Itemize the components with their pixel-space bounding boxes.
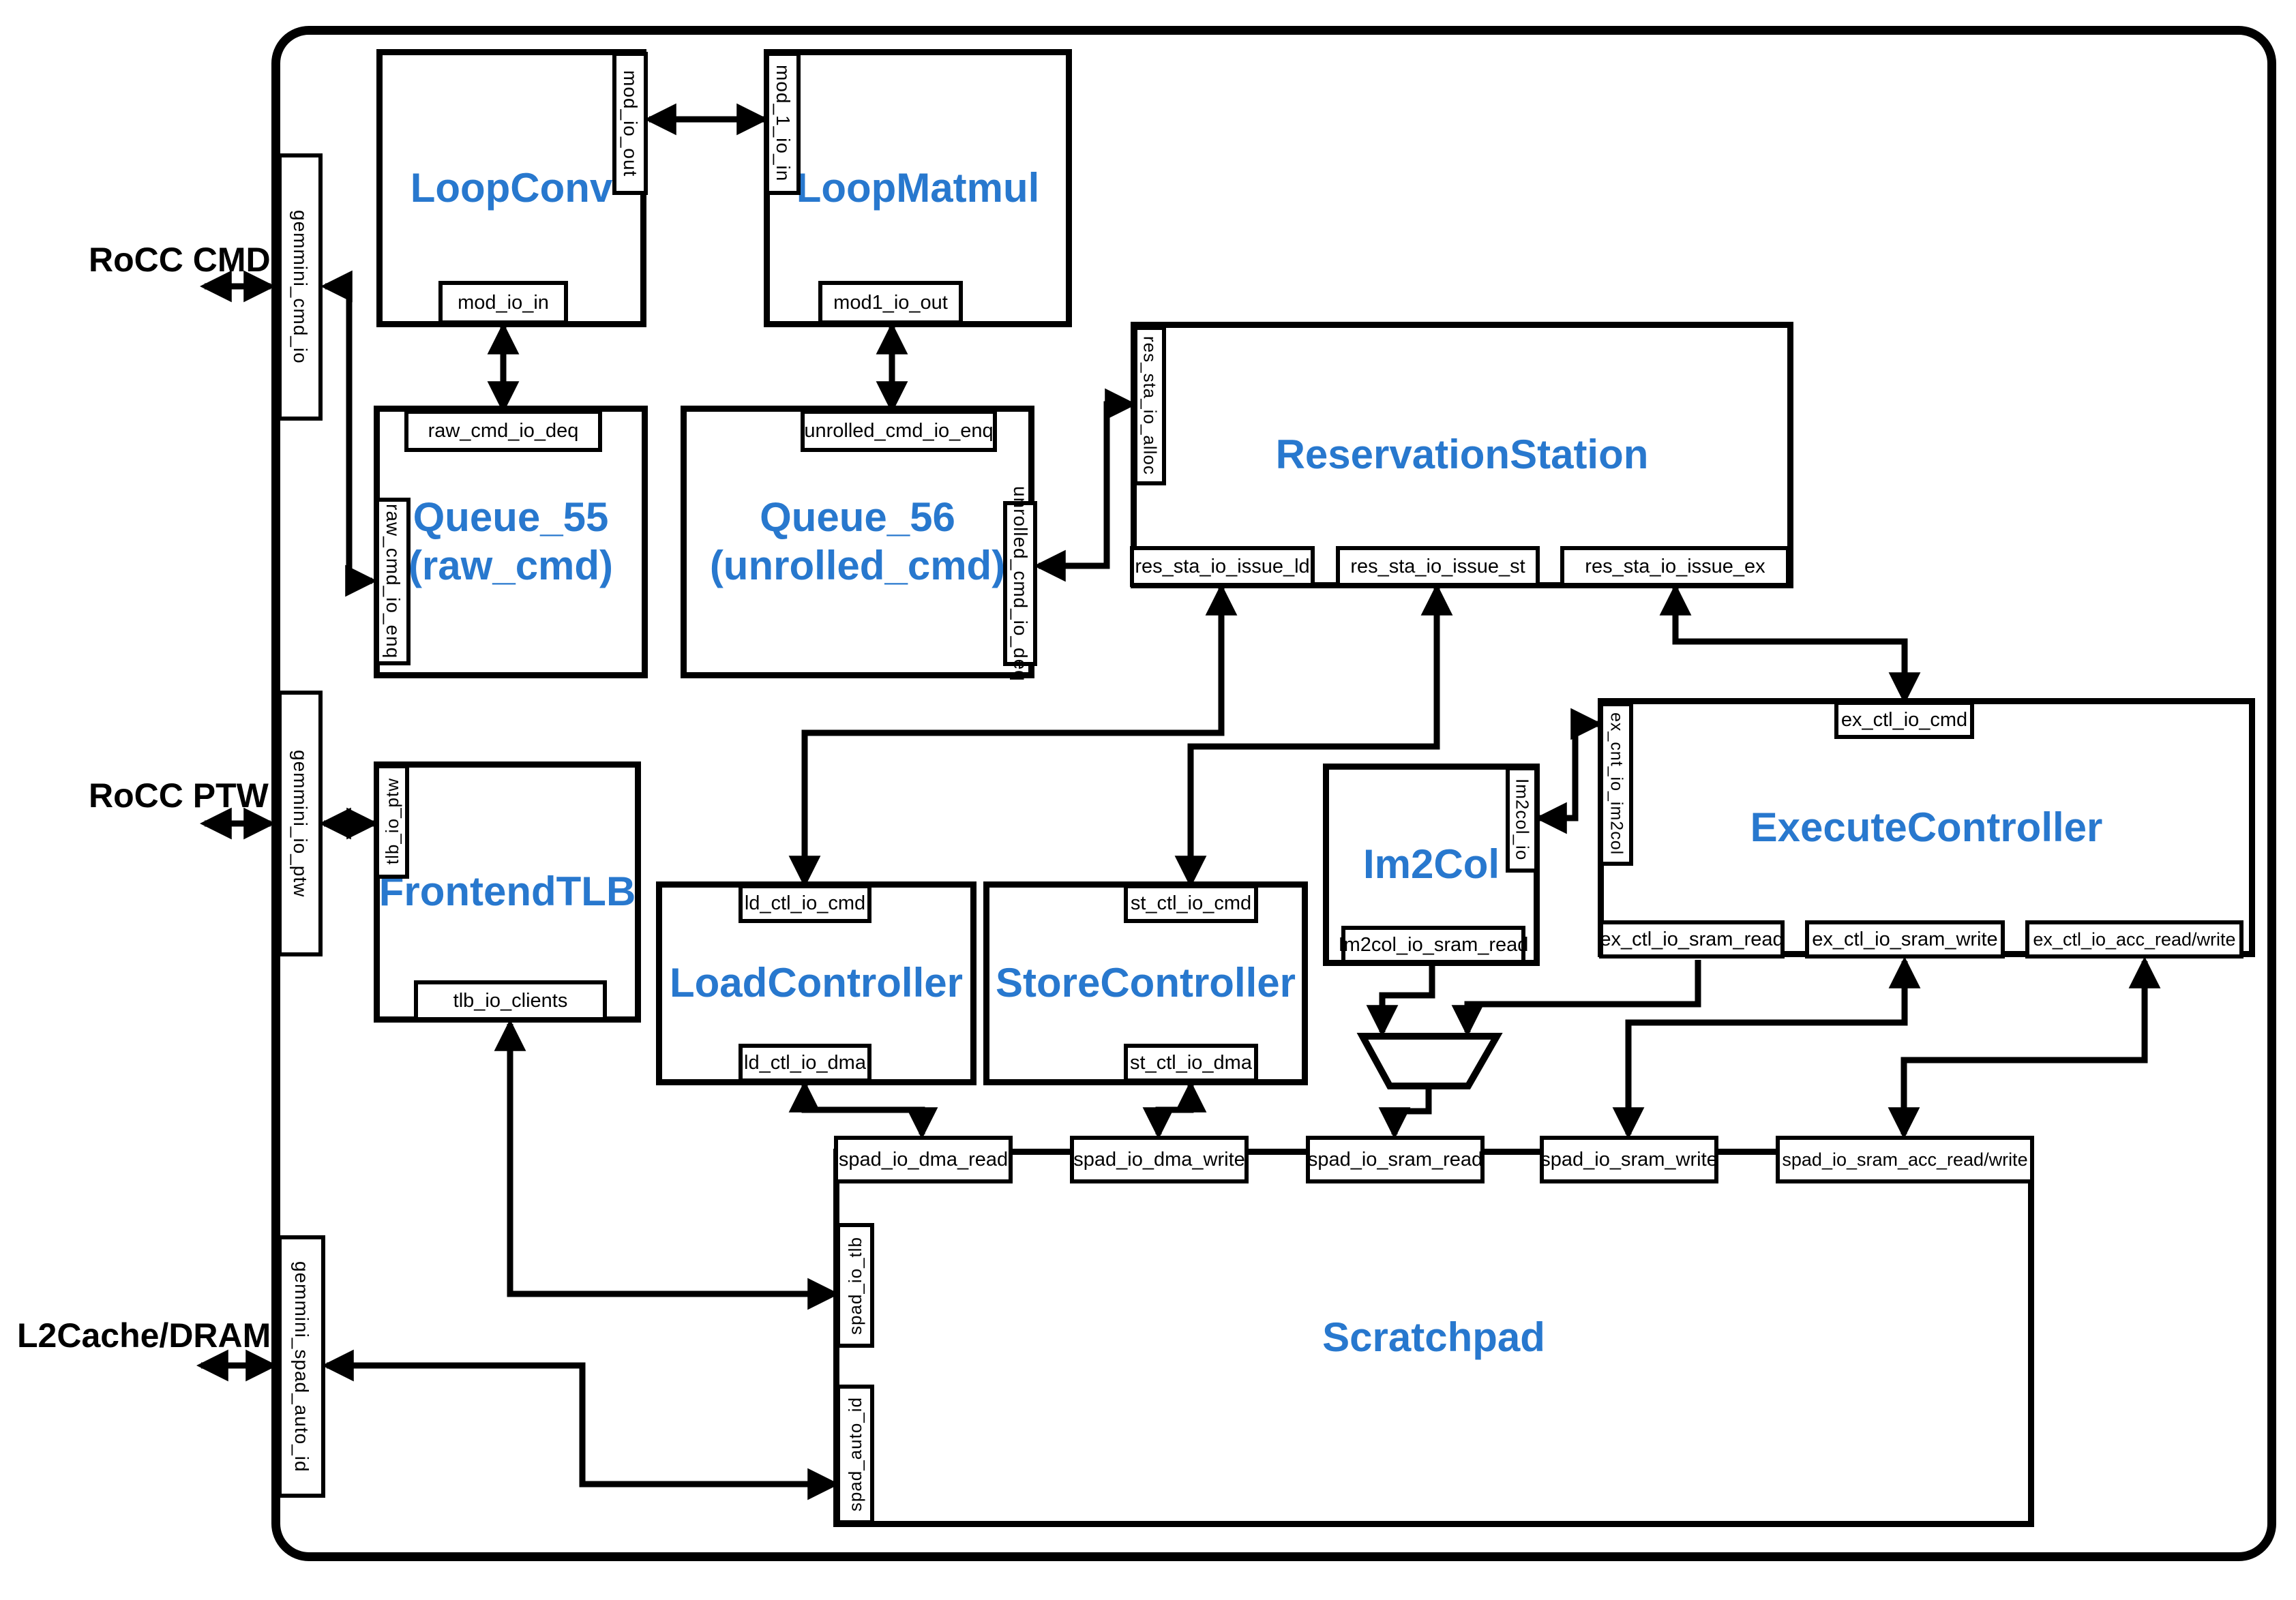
port-mod-io-out-label: mod_io_out: [620, 70, 641, 177]
port-ex-ctl-io-cmd: ex_ctl_io_cmd: [1834, 701, 1974, 739]
port-spad-io-sram-read-label: spad_io_sram_read: [1307, 1148, 1483, 1171]
port-raw-cmd-io-enq: raw_cmd_io_enq: [375, 498, 411, 665]
port-im2col-io-sram-read: Im2col_io_sram_read: [1339, 926, 1528, 964]
port-tlb-io-ptw-label: tlb_io_ptw: [381, 778, 402, 865]
block-loopmatmul-title: LoopMatmul: [796, 164, 1040, 211]
port-tlb-io-ptw: tlb_io_ptw: [375, 764, 409, 879]
port-res-sta-io-issue-st-label: res_sta_io_issue_st: [1350, 555, 1525, 577]
block-loopmatmul: LoopMatmul: [764, 49, 1072, 327]
port-ex-ctl-io-sram-write-label: ex_ctl_io_sram_write: [1812, 928, 1998, 950]
port-ld-ctl-io-dma-label: ld_ctl_io_dma: [744, 1052, 866, 1074]
port-raw-cmd-io-deq-label: raw_cmd_io_deq: [428, 419, 579, 442]
port-spad-io-tlb: spad_io_tlb: [836, 1223, 874, 1348]
port-gemmini-io-ptw: gemmini_io_ptw: [278, 691, 323, 956]
port-res-sta-io-issue-st: res_sta_io_issue_st: [1336, 546, 1540, 587]
port-gemmini-spad-auto-id-label: gemmini_spad_auto_id: [291, 1261, 312, 1473]
l2cache-dram-label: L2Cache/DRAM: [17, 1316, 271, 1355]
port-spad-io-sram-read: spad_io_sram_read: [1306, 1136, 1485, 1183]
port-ex-ctl-io-sram-read-label: ex_ctl_io_sram_read: [1600, 928, 1784, 950]
port-im2col-io-sram-read-label: Im2col_io_sram_read: [1338, 933, 1529, 956]
block-queue55-title: Queue_55 (raw_cmd): [408, 494, 614, 588]
port-mod1-io-out-label: mod1_io_out: [833, 291, 948, 314]
port-unrolled-cmd-io-enq: unrolled_cmd_io_enq: [801, 410, 997, 452]
port-raw-cmd-io-deq: raw_cmd_io_deq: [404, 410, 602, 452]
port-mod-1-io-in-label: mod_1_io_in: [773, 65, 794, 182]
port-unrolled-cmd-io-enq-label: unrolled_cmd_io_enq: [804, 419, 994, 442]
port-ex-cnt-io-im2col-label: ex_cnt_io_im2col: [1607, 712, 1626, 856]
port-tlb-io-clients: tlb_io_clients: [414, 980, 607, 1021]
block-executecontroller-title: ExecuteController: [1750, 804, 2103, 850]
block-frontendtlb-title: FrontendTLB: [378, 869, 636, 915]
port-ld-ctl-io-dma: ld_ctl_io_dma: [739, 1044, 871, 1083]
port-spad-io-sram-write: spad_io_sram_write: [1540, 1136, 1718, 1183]
rocc-cmd-label: RoCC CMD: [89, 241, 271, 279]
port-gemmini-io-ptw-label: gemmini_io_ptw: [290, 749, 311, 898]
port-spad-io-dma-read: spad_io_dma_read: [834, 1136, 1013, 1183]
port-im2col-io: Im2col_io: [1506, 766, 1538, 873]
port-mod-io-in-label: mod_io_in: [458, 291, 549, 314]
block-im2col-title: Im2Col: [1362, 841, 1500, 888]
port-res-sta-io-issue-ex-label: res_sta_io_issue_ex: [1585, 555, 1765, 577]
rocc-ptw-label: RoCC PTW: [89, 776, 269, 815]
block-queue56-title: Queue_56 (unrolled_cmd): [709, 494, 1006, 588]
port-st-ctl-io-dma-label: st_ctl_io_dma: [1130, 1052, 1252, 1074]
gemmini-boundary: [271, 26, 2276, 1561]
port-ex-ctl-io-sram-read: ex_ctl_io_sram_read: [1599, 920, 1785, 959]
port-tlb-io-clients-label: tlb_io_clients: [453, 989, 568, 1012]
port-res-sta-io-issue-ld-label: res_sta_io_issue_ld: [1135, 555, 1310, 577]
port-spad-io-sram-acc-read-write-label: spad_io_sram_acc_read/write: [1782, 1149, 2028, 1170]
block-reservationstation-title: ReservationStation: [1275, 432, 1649, 478]
port-ex-ctl-io-acc-read-write: ex_ctl_io_acc_read/write: [2025, 920, 2243, 959]
port-res-sta-io-issue-ex: res_sta_io_issue_ex: [1560, 546, 1790, 587]
port-ld-ctl-io-cmd: ld_ctl_io_cmd: [739, 884, 871, 923]
port-unrolled-cmd-io-deq-label: unrolled_cmd_io_deq: [1010, 485, 1031, 682]
port-res-sta-io-alloc: res_sta_io_alloc: [1133, 326, 1166, 485]
port-raw-cmd-io-enq-label: raw_cmd_io_enq: [383, 504, 404, 659]
port-mod-io-out: mod_io_out: [612, 52, 648, 195]
port-res-sta-io-issue-ld: res_sta_io_issue_ld: [1130, 546, 1315, 587]
block-scratchpad-title: Scratchpad: [1322, 1314, 1545, 1361]
block-scratchpad: Scratchpad: [833, 1149, 2034, 1527]
port-spad-io-tlb-label: spad_io_tlb: [844, 1236, 865, 1335]
port-im2col-io-label: Im2col_io: [1512, 778, 1533, 861]
port-ld-ctl-io-cmd-label: ld_ctl_io_cmd: [744, 892, 866, 914]
port-gemmini-cmd-io-label: gemmini_cmd_io: [290, 210, 311, 364]
block-loopconv-title: LoopConv: [410, 164, 613, 211]
port-res-sta-io-alloc-label: res_sta_io_alloc: [1139, 336, 1161, 475]
port-gemmini-spad-auto-id: gemmini_spad_auto_id: [278, 1235, 325, 1498]
port-spad-io-dma-write: spad_io_dma_write: [1070, 1136, 1249, 1183]
port-spad-io-sram-acc-read-write: spad_io_sram_acc_read/write: [1776, 1136, 2034, 1183]
port-spad-auto-id: spad_auto_id: [836, 1385, 874, 1524]
port-mod-io-in: mod_io_in: [438, 281, 568, 324]
port-spad-io-sram-write-label: spad_io_sram_write: [1540, 1148, 1718, 1171]
port-unrolled-cmd-io-deq: unrolled_cmd_io_deq: [1003, 486, 1037, 681]
port-ex-ctl-io-cmd-label: ex_ctl_io_cmd: [1840, 708, 1968, 731]
port-ex-ctl-io-sram-write: ex_ctl_io_sram_write: [1805, 920, 2005, 959]
port-spad-auto-id-label: spad_auto_id: [844, 1397, 865, 1512]
port-st-ctl-io-cmd: st_ctl_io_cmd: [1124, 884, 1258, 923]
block-loadcontroller-title: LoadController: [670, 960, 963, 1006]
port-gemmini-cmd-io: gemmini_cmd_io: [278, 153, 323, 421]
block-reservationstation: ReservationStation: [1131, 322, 1793, 588]
block-storecontroller-title: StoreController: [995, 960, 1296, 1006]
port-mod-1-io-in: mod_1_io_in: [765, 52, 801, 195]
port-spad-io-dma-read-label: spad_io_dma_read: [838, 1148, 1009, 1171]
port-st-ctl-io-cmd-label: st_ctl_io_cmd: [1130, 892, 1252, 914]
port-ex-ctl-io-acc-read-write-label: ex_ctl_io_acc_read/write: [2033, 929, 2236, 950]
port-mod1-io-out: mod1_io_out: [818, 281, 963, 324]
port-spad-io-dma-write-label: spad_io_dma_write: [1073, 1148, 1245, 1171]
port-st-ctl-io-dma: st_ctl_io_dma: [1124, 1044, 1258, 1083]
port-ex-cnt-io-im2col: ex_cnt_io_im2col: [1599, 702, 1633, 866]
